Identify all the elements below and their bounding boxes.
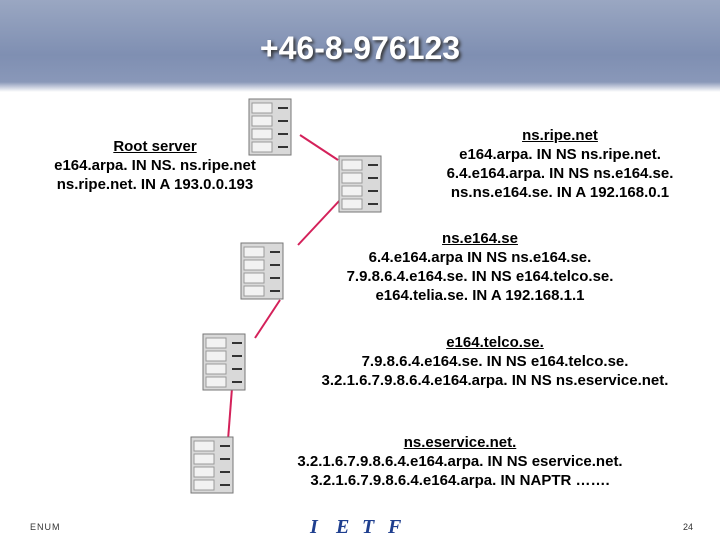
ripe-record-2: 6.4.e164.arpa. IN NS ns.e164.se. bbox=[446, 165, 674, 182]
logo-letter-e: E bbox=[335, 516, 349, 537]
link-root-ripe bbox=[299, 134, 339, 161]
root-record-2: ns.ripe.net. IN A 193.0.0.193 bbox=[56, 176, 254, 193]
eservice-server-block: ns.eservice.net. 3.2.1.6.7.9.8.6.4.e164.… bbox=[255, 433, 665, 490]
ripe-record-3: ns.ns.e164.se. IN A 192.168.0.1 bbox=[450, 184, 670, 201]
server-icon bbox=[202, 333, 246, 391]
slide-title: +46-8-976123 bbox=[259, 30, 461, 66]
link-telco-eservice bbox=[227, 387, 233, 441]
server-icon bbox=[240, 242, 284, 300]
telco-server-heading: e164.telco.se. bbox=[446, 334, 544, 351]
telco-record-2: 3.2.1.6.7.9.8.6.4.e164.arpa. IN NS ns.es… bbox=[321, 372, 669, 389]
e164se-server-heading: ns.e164.se bbox=[442, 230, 518, 247]
eservice-record-1: 3.2.1.6.7.9.8.6.4.e164.arpa. IN NS eserv… bbox=[297, 453, 623, 470]
ripe-record-1: e164.arpa. IN NS ns.ripe.net. bbox=[459, 146, 661, 163]
ietf-logo: I E T F bbox=[300, 516, 410, 537]
server-icon bbox=[248, 98, 292, 156]
e164se-server-block: ns.e164.se 6.4.e164.arpa IN NS ns.e164.s… bbox=[300, 229, 660, 305]
title-bar bbox=[0, 0, 720, 92]
logo-letter-f: F bbox=[387, 516, 402, 537]
e164se-record-2: 7.9.8.6.4.e164.se. IN NS e164.telco.se. bbox=[346, 268, 614, 285]
eservice-server-heading: ns.eservice.net. bbox=[403, 434, 517, 451]
link-ripe-e164se bbox=[297, 199, 341, 246]
root-server-block: Root server e164.arpa. IN NS. ns.ripe.ne… bbox=[20, 137, 290, 194]
footer-label: ENUM bbox=[30, 522, 61, 532]
e164se-record-1: 6.4.e164.arpa IN NS ns.e164.se. bbox=[368, 249, 592, 266]
telco-server-block: e164.telco.se. 7.9.8.6.4.e164.se. IN NS … bbox=[280, 333, 710, 390]
root-server-heading: Root server bbox=[113, 138, 197, 155]
telco-record-1: 7.9.8.6.4.e164.se. IN NS e164.telco.se. bbox=[361, 353, 629, 370]
logo-letter-t: T bbox=[362, 516, 375, 537]
link-e164se-telco bbox=[254, 299, 281, 339]
ripe-server-heading: ns.ripe.net bbox=[522, 127, 598, 144]
server-icon bbox=[338, 155, 382, 213]
server-icon bbox=[190, 436, 234, 494]
page-number: 24 bbox=[683, 522, 694, 532]
e164se-record-3: e164.telia.se. IN A 192.168.1.1 bbox=[375, 287, 585, 304]
root-record-1: e164.arpa. IN NS. ns.ripe.net bbox=[54, 157, 256, 174]
ripe-server-block: ns.ripe.net e164.arpa. IN NS ns.ripe.net… bbox=[410, 126, 710, 202]
logo-letter-i: I bbox=[309, 516, 319, 537]
eservice-record-2: 3.2.1.6.7.9.8.6.4.e164.arpa. IN NAPTR ……… bbox=[310, 472, 610, 489]
